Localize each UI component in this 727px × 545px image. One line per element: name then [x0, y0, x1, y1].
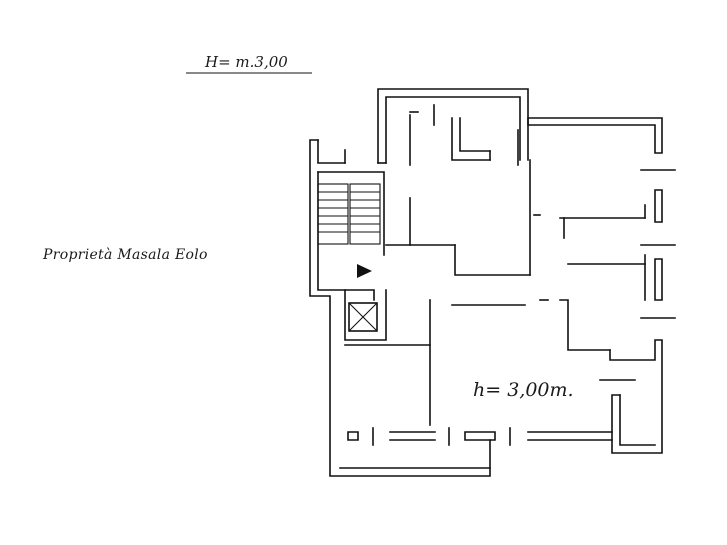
room-height-label: h= 3,00m. [473, 379, 574, 401]
door-marks [409, 104, 549, 301]
stair-icon [317, 183, 381, 245]
building-walls [309, 88, 676, 477]
entrance-arrow-icon [357, 264, 372, 278]
owner-label: Proprietà Masala Eolo [42, 247, 208, 263]
elevator-icon [348, 302, 378, 332]
height-label-top: H= m.3,00 [204, 53, 288, 71]
